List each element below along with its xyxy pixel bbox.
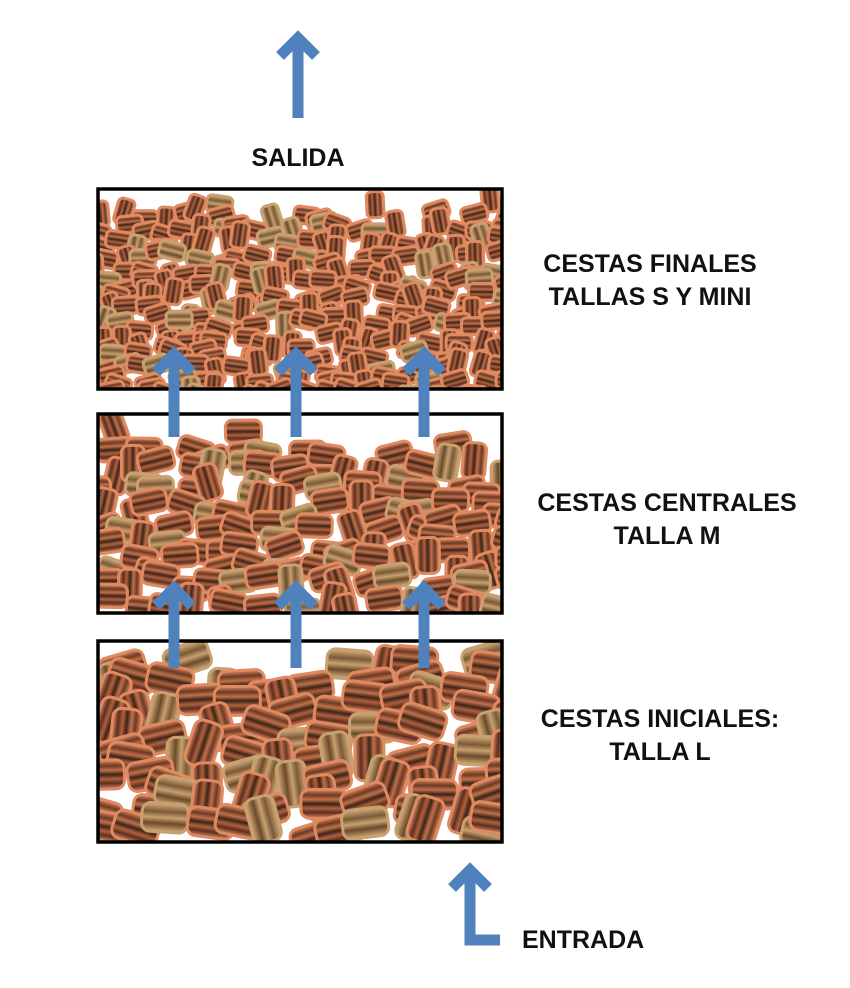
arrow-central-to-final-icon [274,346,318,437]
pellet [494,369,501,388]
pellet [331,591,362,612]
pellet [236,383,262,388]
arrow-central-to-final-icon [402,346,446,437]
pellet [242,592,283,612]
pellet [264,529,305,563]
basket-final-pellets [99,190,501,412]
pellet [493,505,501,538]
pellet [339,805,391,841]
entry-arrow-icon [448,862,500,946]
pellet [99,582,129,610]
basket-initial-label: CESTAS INICIALES: TALLA L [490,703,830,769]
pellet [332,377,363,388]
pellet [364,584,405,612]
pellet [164,309,194,330]
pellet [396,384,426,388]
pellet [228,220,251,250]
pellet [459,383,489,388]
pellet [99,526,127,557]
pellet [243,561,284,591]
pellet [99,379,127,388]
pellet [294,512,334,540]
pellet [192,462,224,503]
pellet [135,445,177,477]
pellet [243,793,283,841]
pellet [428,384,449,388]
pellet [405,794,446,841]
pellet [261,334,284,364]
pellet [479,593,501,612]
exit-arrow-icon [276,30,320,118]
pellet [364,190,386,220]
basket-final-label: CESTAS FINALES TALLAS S Y MINI [480,248,820,314]
pellet [494,207,501,232]
basket-central-pellets [99,415,501,612]
arrow-central-to-final-icon [152,346,196,437]
pellet [480,309,501,332]
pellet [182,382,207,388]
basket-central-size: TALLA M [613,522,721,550]
pellet [414,535,442,576]
arrow-initial-to-central-icon [152,580,196,668]
pellet [468,800,501,837]
exit-label: SALIDA [251,144,345,172]
entry-label: ENTRADA [522,926,645,954]
pellet [156,238,188,263]
pellet [159,541,200,570]
pellet [99,758,127,792]
arrow-initial-to-central-icon [274,580,318,668]
pellet [128,486,169,517]
pellet [298,308,329,332]
basket-final-size: TALLAS S Y MINI [548,283,752,311]
pellet [484,238,501,263]
pellet [139,800,190,835]
pellet [428,206,452,237]
pellet [353,377,385,388]
pellet [421,295,452,319]
pellet [432,442,462,483]
basket-central-title: CESTAS CENTRALES [537,489,797,517]
pellet [397,701,449,742]
basket-initial-pellets [99,642,501,841]
pellet [136,391,164,412]
basket-initial-size: TALLA L [609,738,711,766]
arrow-initial-to-central-icon [402,580,446,668]
pellet [247,347,269,377]
basket-central-label: CESTAS CENTRALES TALLA M [497,487,837,553]
pellet [490,661,501,714]
basket-final-title: CESTAS FINALES [543,250,757,278]
pellet [162,276,185,307]
pellet [351,542,392,571]
pellet [99,252,105,282]
pellet [493,559,501,592]
basket-initial-title: CESTAS INICIALES: [540,705,780,733]
pellet [494,544,501,571]
pellet [460,440,489,481]
pellet [118,386,139,388]
